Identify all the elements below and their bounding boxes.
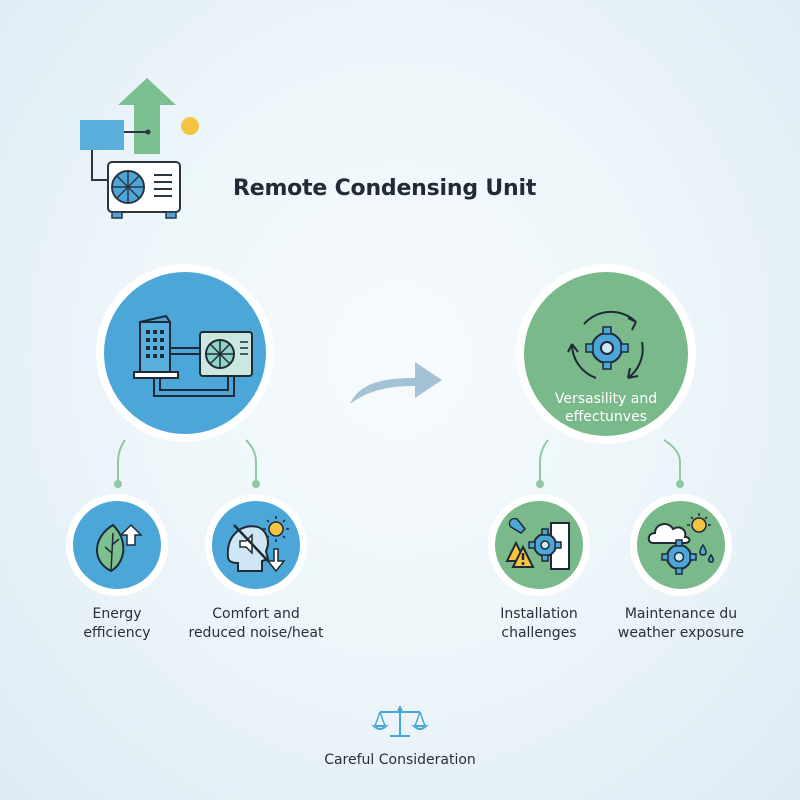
versatility-label: Versasility and effectunves <box>554 391 658 425</box>
cycle-gear-icon <box>567 310 644 379</box>
maintenance-label: Maintenance du weather exposure <box>617 606 745 641</box>
building-condenser-icon <box>133 314 253 397</box>
flow-arrow-icon <box>350 362 442 404</box>
installation-circle <box>488 494 590 596</box>
warning-gear-icon <box>505 517 570 570</box>
installation-label: Installation challenges <box>500 606 578 641</box>
maintenance-circle <box>630 494 732 596</box>
footer-label: Careful Consideration <box>324 752 476 768</box>
leaf-arrow-up-icon <box>96 523 143 573</box>
page-title: Remote Condensing Unit <box>233 176 537 201</box>
comfort-circle <box>205 494 307 596</box>
energy-efficiency-circle <box>66 494 168 596</box>
comfort-label: Comfort and reduced noise/heat <box>188 606 324 641</box>
versatility-circle <box>516 264 696 444</box>
energy-efficiency-label: Energy efficiency <box>83 606 151 641</box>
condenser-upgrade-icon <box>80 78 199 219</box>
remote-unit-circle <box>96 264 274 442</box>
balance-scale-icon <box>372 706 428 737</box>
noise-heat-icon <box>226 516 289 573</box>
weather-gear-icon <box>647 513 714 575</box>
